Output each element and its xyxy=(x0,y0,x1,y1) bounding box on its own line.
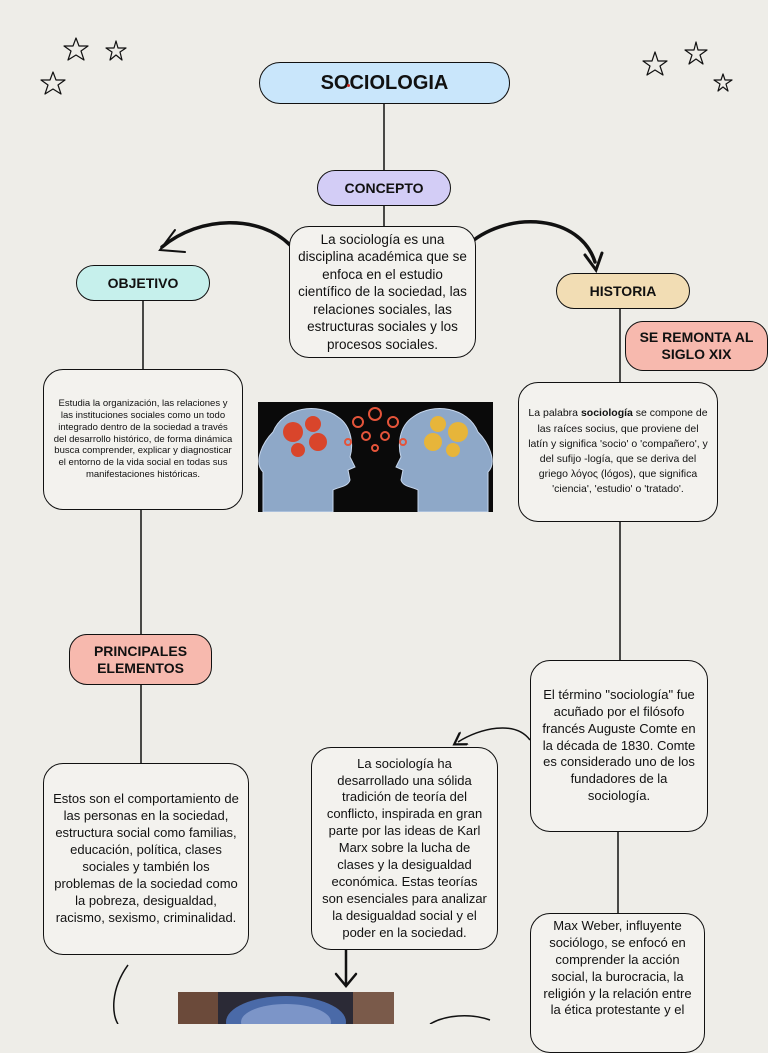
heads-gears-image xyxy=(258,402,493,512)
elementos-text-box: Estos son el comportamiento de las perso… xyxy=(43,763,249,955)
brain-image xyxy=(178,992,394,1024)
historia-subtitle: SE REMONTA AL SIGLO XIX xyxy=(639,329,754,362)
historia-text-after: se compone de las raíces socius, que pro… xyxy=(528,407,708,496)
objetivo-node: OBJETIVO xyxy=(76,265,210,301)
historia-subtitle-node: SE REMONTA AL SIGLO XIX xyxy=(625,321,768,371)
title-dot xyxy=(347,84,350,87)
star-icon xyxy=(40,71,66,95)
star-icon xyxy=(642,51,668,76)
concepto-text: La sociología es una disciplina académic… xyxy=(298,231,467,352)
star-icon xyxy=(713,73,733,92)
elementos-node: PRINCIPALES ELEMENTOS xyxy=(69,634,212,685)
connector-lines xyxy=(113,104,621,1024)
marx-text: La sociología ha desarrollado una sólida… xyxy=(322,755,487,940)
star-icon xyxy=(63,37,89,61)
star-icon xyxy=(684,41,708,65)
historia-text: La palabra sociología se compone de las … xyxy=(527,406,709,497)
historia-text-bold: sociología xyxy=(580,407,633,420)
historia-text-before: La palabra xyxy=(528,407,581,420)
weber-text: Max Weber, influyente sociólogo, se enfo… xyxy=(543,918,692,1018)
star-icon xyxy=(105,40,127,61)
elementos-text: Estos son el comportamiento de las perso… xyxy=(53,791,239,925)
elementos-label: PRINCIPALES ELEMENTOS xyxy=(93,642,188,676)
comte-text-box: El término "sociología" fue acuñado por … xyxy=(530,660,708,832)
concepto-text-box: La sociología es una disciplina académic… xyxy=(289,226,476,358)
weber-text-box: Max Weber, influyente sociólogo, se enfo… xyxy=(530,913,705,1053)
historia-node: HISTORIA xyxy=(556,273,690,309)
page-title: SOCIOLOGIA xyxy=(259,62,510,104)
marx-text-box: La sociología ha desarrollado una sólida… xyxy=(311,747,498,950)
objetivo-text-box: Estudia la organización, las relaciones … xyxy=(43,369,243,510)
stars-decoration xyxy=(40,37,733,95)
historia-text-box: La palabra sociología se compone de las … xyxy=(518,382,718,522)
comte-text: El término "sociología" fue acuñado por … xyxy=(542,686,696,804)
objetivo-text: Estudia la organización, las relaciones … xyxy=(53,397,233,481)
concepto-node: CONCEPTO xyxy=(317,170,451,206)
historia-label: HISTORIA xyxy=(589,283,657,299)
title-label: SOCIOLOGIA xyxy=(320,71,449,94)
concepto-label: CONCEPTO xyxy=(344,180,424,196)
objetivo-label: OBJETIVO xyxy=(107,275,179,291)
